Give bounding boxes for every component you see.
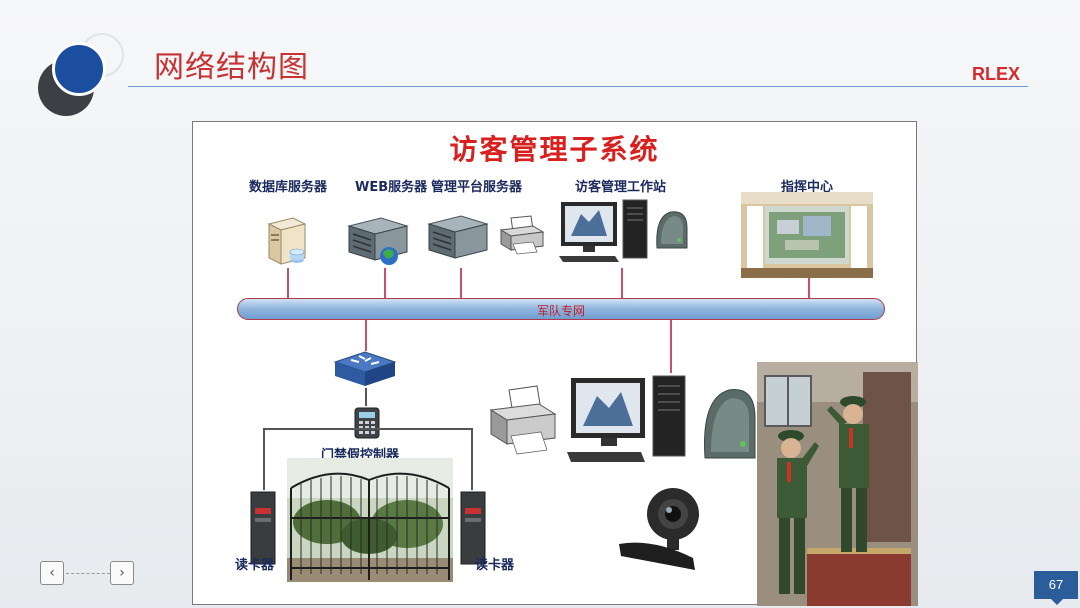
left-card-reader-pillar-icon: [250, 491, 276, 565]
label-card-reader-left: 读卡器: [235, 558, 275, 573]
diagram-panel: 访客管理子系统 数据库服务器 WEB服务器 管理平台服务器 访客管理工作站 指挥…: [192, 121, 918, 606]
command-center-image: [741, 192, 873, 278]
link-db-server: [287, 268, 289, 300]
label-command-center: 指挥中心: [781, 180, 834, 195]
guards-image: [757, 362, 918, 606]
header-circle-decoration: [52, 42, 106, 96]
network-bus-label: 军队专网: [536, 304, 585, 318]
link-web-server: [384, 268, 386, 300]
next-slide-button[interactable]: ›: [110, 561, 134, 585]
printer-icon: [499, 215, 545, 255]
right-card-reader-pillar-icon: [460, 491, 486, 565]
network-switch-icon: [333, 351, 397, 386]
header-divider: [128, 86, 1028, 87]
label-visitor-workstation: 访客管理工作站: [575, 180, 667, 195]
label-web-server: WEB服务器: [355, 180, 428, 195]
web-server-icon: [347, 217, 409, 265]
card-reader-icon: [656, 211, 688, 249]
link-workstation: [621, 268, 623, 300]
mgmt-server-icon: [427, 215, 489, 259]
controller-wire: [263, 428, 471, 430]
link-switch: [365, 319, 367, 351]
page-title: 网络结构图: [154, 50, 309, 85]
network-bus: 军队专网: [237, 298, 885, 320]
brand-logo-text: RLEX: [971, 64, 1020, 84]
link-lower-workstation: [670, 319, 672, 373]
label-mgmt-server: 管理平台服务器: [431, 180, 523, 195]
db-server-icon: [267, 217, 307, 265]
label-card-reader-right: 读卡器: [475, 558, 515, 573]
link-mgmt-server: [460, 268, 462, 300]
workstation-computer-icon: [559, 199, 648, 262]
nav-separator: [66, 573, 110, 574]
access-controller-icon: [354, 407, 380, 439]
lower-card-reader-icon: [704, 389, 756, 459]
prev-slide-button[interactable]: ‹: [40, 561, 64, 585]
gate-image: [287, 458, 453, 582]
diagram-title: 访客管理子系统: [449, 133, 660, 166]
wire-right-reader: [471, 428, 473, 490]
page-number-badge: 67: [1034, 571, 1078, 599]
wire-left-reader: [263, 428, 265, 490]
lower-workstation-computer-icon: [567, 375, 686, 462]
label-db-server: 数据库服务器: [249, 180, 328, 195]
webcam-icon: [619, 488, 699, 570]
lower-printer-icon: [489, 385, 557, 455]
link-switch-controller: [365, 388, 367, 406]
link-command-center: [808, 277, 810, 300]
page-number-pointer: [1050, 598, 1064, 605]
